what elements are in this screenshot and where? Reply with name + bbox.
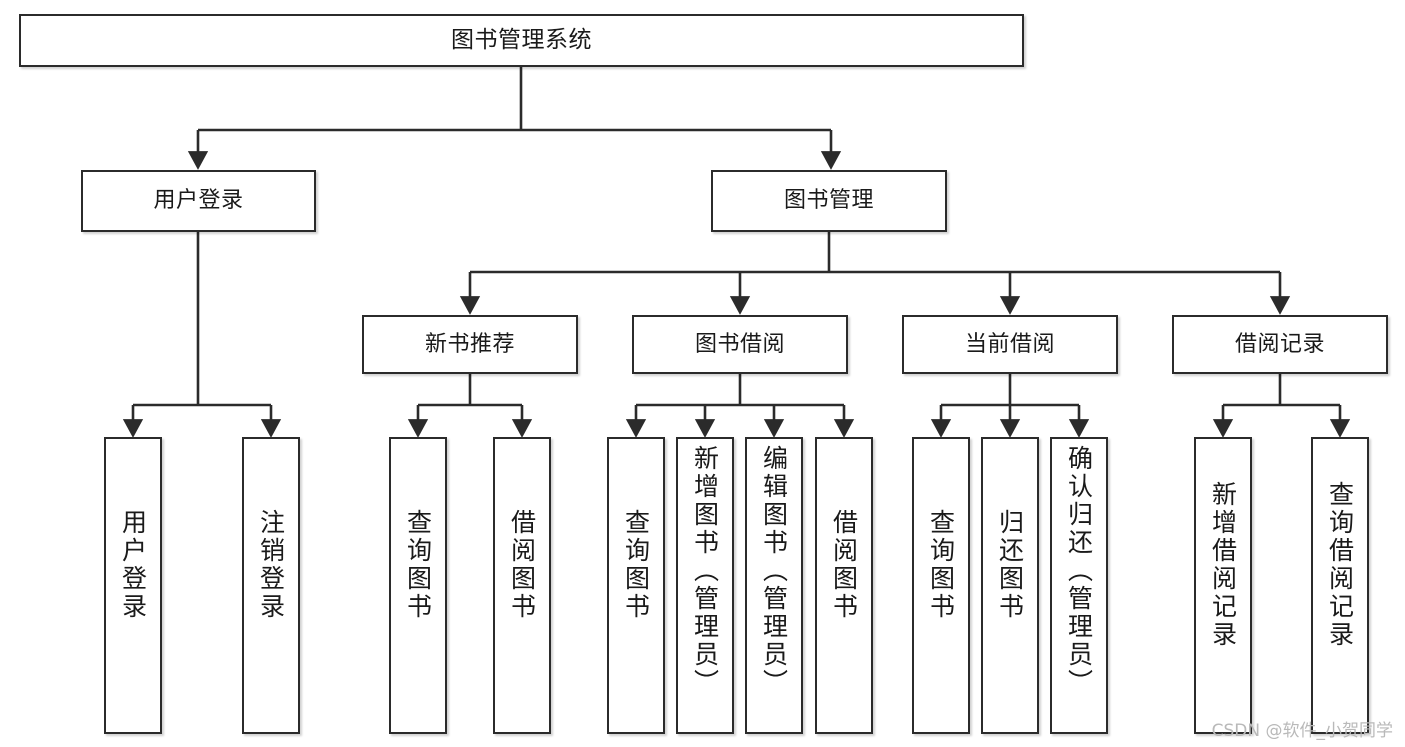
node-label: 编辑图书（管理员） (759, 445, 789, 697)
leaf-current-return-book[interactable]: 归还图书 (981, 437, 1039, 734)
node-user-login[interactable]: 用户登录 (81, 170, 316, 232)
leaf-records-add-record[interactable]: 新增借阅记录 (1194, 437, 1252, 734)
node-label: 确认归还（管理员） (1064, 445, 1094, 697)
leaf-borrow-edit-book-admin[interactable]: 编辑图书（管理员） (745, 437, 803, 734)
leaf-borrow-add-book-admin[interactable]: 新增图书（管理员） (676, 437, 734, 734)
node-root-system[interactable]: 图书管理系统 (19, 14, 1024, 67)
node-label: 新增图书（管理员） (690, 445, 720, 697)
node-label: 借阅记录 (1234, 331, 1325, 357)
leaf-current-confirm-return-admin[interactable]: 确认归还（管理员） (1050, 437, 1108, 734)
node-label: 图书借阅 (694, 331, 785, 357)
leaf-user-login-login[interactable]: 用户登录 (104, 437, 162, 734)
node-label: 归还图书 (995, 509, 1025, 621)
leaf-borrow-borrow-book[interactable]: 借阅图书 (815, 437, 873, 734)
node-label: 注销登录 (256, 509, 286, 621)
leaf-current-query-book[interactable]: 查询图书 (912, 437, 970, 734)
node-label: 查询图书 (403, 509, 433, 621)
node-new-book-recommend[interactable]: 新书推荐 (362, 315, 578, 374)
node-borrow-records[interactable]: 借阅记录 (1172, 315, 1388, 374)
leaf-records-query-record[interactable]: 查询借阅记录 (1311, 437, 1369, 734)
leaf-borrow-query-book[interactable]: 查询图书 (607, 437, 665, 734)
leaf-recommend-query-book[interactable]: 查询图书 (389, 437, 447, 734)
node-book-borrow[interactable]: 图书借阅 (632, 315, 848, 374)
node-book-management[interactable]: 图书管理 (711, 170, 947, 232)
leaf-user-login-logout[interactable]: 注销登录 (242, 437, 300, 734)
node-current-borrow[interactable]: 当前借阅 (902, 315, 1118, 374)
node-label: 图书管理 (783, 188, 874, 214)
node-label: 借阅图书 (829, 509, 859, 621)
node-label: 查询借阅记录 (1325, 481, 1355, 649)
node-label: 用户登录 (118, 509, 148, 621)
node-label: 用户登录 (153, 188, 244, 214)
node-label: 查询图书 (926, 509, 956, 621)
node-label: 当前借阅 (964, 331, 1055, 357)
node-label: 图书管理系统 (451, 27, 592, 54)
leaf-recommend-borrow-book[interactable]: 借阅图书 (493, 437, 551, 734)
node-label: 新书推荐 (424, 331, 515, 357)
node-label: 查询图书 (621, 509, 651, 621)
watermark-text: CSDN @软件_小贺同学 (1211, 721, 1393, 741)
node-label: 借阅图书 (507, 509, 537, 621)
node-label: 新增借阅记录 (1208, 481, 1238, 649)
